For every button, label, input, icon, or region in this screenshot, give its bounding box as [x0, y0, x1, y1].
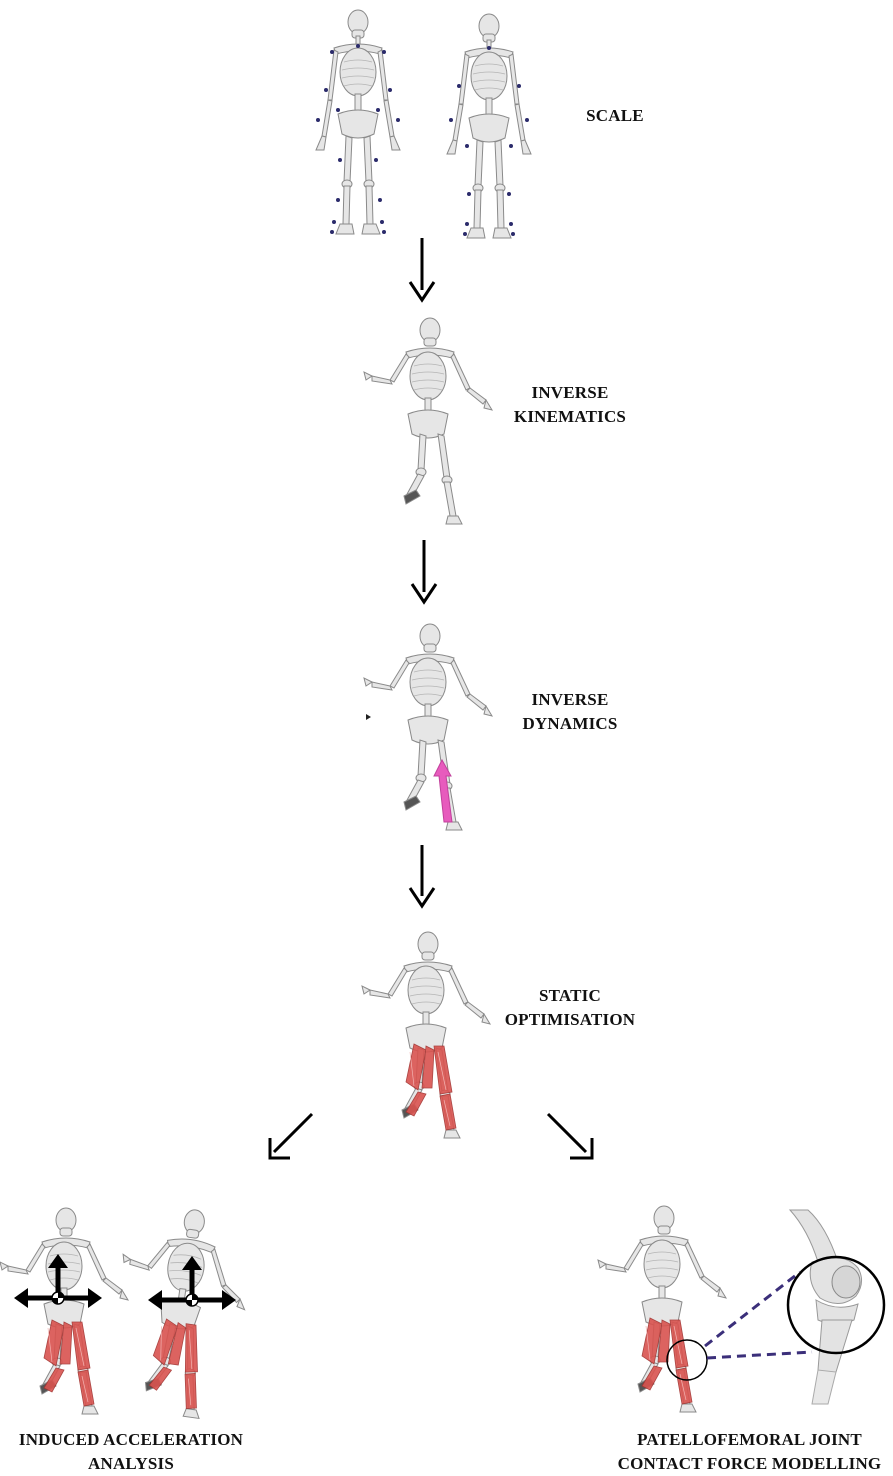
id-skeleton	[364, 624, 492, 830]
scale-skeleton-left	[316, 10, 400, 234]
flow-arrow-2	[412, 540, 436, 602]
scale-skeleton-right	[447, 14, 531, 238]
small-pointer-mark	[366, 714, 371, 720]
zoom-link-lines	[705, 1272, 812, 1358]
branch-arrow-left	[270, 1114, 312, 1158]
iaa-skeleton-1	[0, 1208, 128, 1414]
flow-arrow-3	[410, 845, 434, 906]
branch-arrow-right	[548, 1114, 592, 1158]
pf-skeleton	[598, 1206, 726, 1412]
knee-joint-zoom	[788, 1210, 884, 1404]
iaa-com-axes-1	[14, 1254, 102, 1308]
ik-skeleton	[364, 318, 492, 524]
iaa-skeleton-2	[102, 1201, 257, 1423]
flow-arrow-1	[410, 238, 434, 300]
so-skeleton	[362, 932, 490, 1138]
